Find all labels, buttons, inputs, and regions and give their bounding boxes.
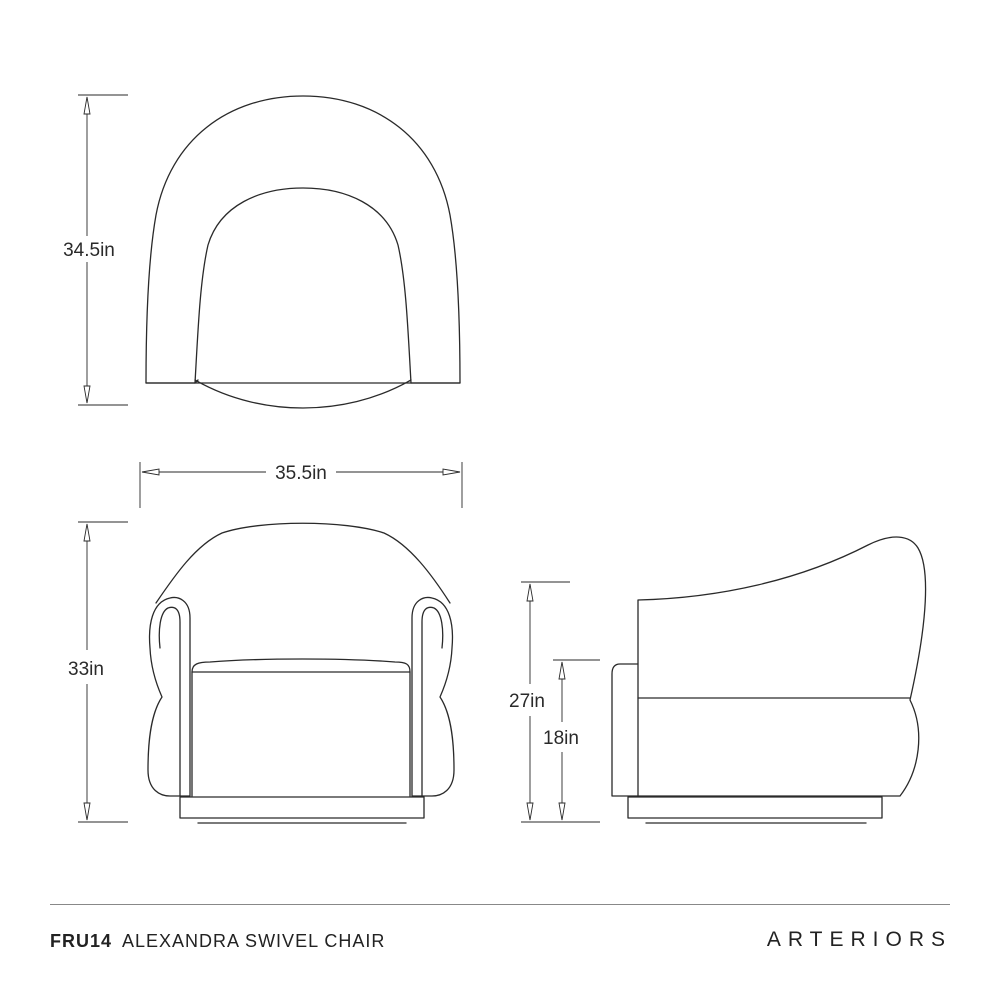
front-view-left-arm [147,596,191,797]
dimension-width: 35.5in [139,462,463,508]
brand-logo: ARTERIORS [766,928,952,951]
front-view-backrest [155,522,451,604]
side-view [611,536,927,824]
footer-divider [50,904,950,905]
dimension-front-height: 33in [68,521,128,823]
arrow-down [83,802,91,821]
side-view-body [637,536,927,797]
product-name: ALEXANDRA SWIVEL CHAIR [122,931,386,951]
arrow-down [526,802,534,821]
dimension-label-arm-height: 27in [509,691,545,712]
dimension-label-seat-height: 18in [543,728,579,749]
dimension-seat-height: 18in [543,659,600,821]
dimension-label-width: 35.5in [275,463,327,484]
dimension-label-front-height: 33in [68,659,104,680]
arrow-up [558,661,566,680]
side-view-base [627,796,883,819]
top-view [145,95,461,409]
product-code: FRU14 [50,931,113,951]
top-view-inner-back [194,187,412,384]
arrow-up [83,523,91,542]
dimension-arm-height: 27in [509,581,600,823]
front-view-seat-cushion [191,658,411,673]
front-view [147,522,455,824]
product-caption: FRU14 ALEXANDRA SWIVEL CHAIR [50,931,385,952]
top-view-outer-shell [145,95,461,384]
arrow-up [526,583,534,602]
arrow-down [83,385,91,404]
arrow-down [558,802,566,821]
dimension-top-depth: 34.5in [63,94,128,406]
front-view-left-arm-inner [158,606,181,797]
arrow-left [141,468,160,476]
dimension-label-top-depth: 34.5in [63,240,115,261]
front-view-base [179,796,425,819]
top-view-seat-front [194,379,412,409]
front-view-right-arm-inner [421,606,444,797]
top-view-left-arm [145,379,199,384]
side-view-seat-front [611,663,639,797]
front-view-right-arm [411,596,455,797]
arrow-up [83,96,91,115]
arrow-right [442,468,461,476]
